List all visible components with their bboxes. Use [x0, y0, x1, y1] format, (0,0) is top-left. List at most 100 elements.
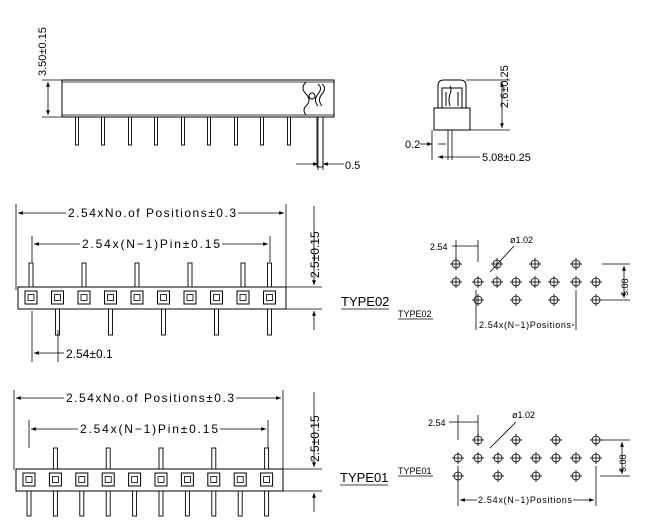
side-pin [101, 116, 105, 146]
cell-inner [25, 476, 33, 483]
cell-inner [263, 476, 271, 483]
type02-pitch-dim: 2.54±0.1 [66, 347, 113, 361]
cell-inner [236, 476, 244, 483]
cell-inner [266, 294, 273, 301]
type02-hole-pitch: 2.54 [430, 242, 448, 252]
end-view: 2.6±0.25 0.2 5.08±0.25 [405, 65, 531, 164]
cell [101, 472, 115, 487]
type01-hole-dia: ø1.02 [512, 410, 535, 420]
side-pin [75, 116, 79, 146]
cell [157, 290, 170, 305]
cell-inner [213, 294, 220, 301]
pin-up [240, 262, 246, 288]
type01-height-dim: 2.5±0.15 [308, 415, 322, 462]
side-thickness-dim: 0.5 [345, 160, 360, 172]
type01-hole-len-dim: 2.54x(N−1)Positions [478, 495, 573, 505]
type01-pin-dim: 2.54x(N−1)Pin±0.15 [80, 422, 218, 436]
cell [104, 290, 117, 305]
pin-up [134, 262, 140, 288]
end-height-dim: 2.6±0.25 [499, 65, 511, 108]
type02-pin-dim: 2.54x(N−1)Pin±0.15 [82, 237, 220, 251]
cell-inner [52, 476, 59, 483]
type01-cells [22, 472, 274, 487]
type02-holes [450, 258, 602, 306]
end-width-dim: 5.08±0.25 [482, 152, 531, 164]
type01-label-large: TYPE01 [340, 470, 388, 485]
pin-up [105, 447, 111, 470]
cell-inner [107, 294, 114, 301]
side-pin [260, 116, 264, 146]
pin-up [158, 447, 164, 470]
pin-down [132, 490, 138, 517]
cell [210, 290, 223, 305]
side-pin [207, 116, 211, 146]
pin-down [52, 490, 58, 517]
cell-inner [183, 476, 191, 483]
cell [207, 472, 221, 487]
type02-hole-dia: ø1.02 [510, 235, 533, 245]
cell [48, 472, 62, 487]
cell [236, 290, 250, 305]
cell [22, 472, 36, 487]
pin-down [26, 490, 32, 517]
type02-body [17, 286, 287, 310]
type02-front-view: 2.54xNo.of Positions±0.3 2.54x(N−1)Pin±0… [15, 204, 389, 362]
cell-inner [104, 476, 112, 483]
pin-down [161, 308, 166, 336]
cell-inner [239, 294, 247, 301]
type02-hole-len-dim: 2.54x(N−1)Positions [479, 320, 572, 330]
side-pin [181, 116, 185, 146]
pin-down [211, 490, 217, 517]
type01-pins [26, 447, 270, 517]
cell-inner [160, 294, 167, 301]
cell-inner [27, 294, 35, 301]
pin-down [237, 490, 243, 517]
pin-up [52, 447, 58, 470]
type02-hole-row-dim: 5.08 [620, 278, 630, 296]
cell [180, 472, 194, 487]
side-pin [234, 116, 238, 146]
type01-hole-row-dim: 5.08 [618, 454, 628, 472]
side-pins [75, 116, 324, 168]
pin-up [81, 262, 87, 288]
type01-length-dim: 2.54xNo.of Positions±0.3 [66, 391, 234, 405]
pin-down [184, 490, 190, 517]
type02-label-small: TYPE02 [398, 309, 432, 319]
type01-body [15, 468, 284, 492]
pin-down [158, 490, 164, 517]
type01-label-small: TYPE01 [398, 466, 432, 476]
pin-down [267, 308, 272, 336]
pin-down [214, 308, 219, 336]
type02-cells [24, 290, 276, 305]
cell [260, 472, 274, 487]
pin-down [264, 490, 270, 517]
pin-down [108, 308, 113, 336]
cell [24, 290, 38, 305]
side-view: 3.50±0.15 0.5 [37, 27, 360, 172]
pin-down [105, 490, 111, 517]
side-contact-detail [302, 81, 325, 116]
pin-up [211, 447, 217, 470]
side-pin [154, 116, 158, 146]
pin-up [267, 262, 272, 288]
cell [128, 472, 142, 487]
cell-inner [131, 476, 139, 483]
cell-inner [133, 294, 141, 301]
type02-pins [28, 262, 272, 336]
side-body [61, 79, 335, 118]
cell-inner [210, 476, 218, 483]
side-pin [287, 116, 291, 146]
cell [263, 290, 276, 305]
pin-down [55, 308, 60, 336]
type02-height-dim: 2.5±0.15 [308, 231, 322, 278]
type02-label-large: TYPE02 [341, 294, 389, 309]
type01-hole-pitch: 2.54 [428, 418, 446, 428]
type01-hole-pattern: TYPE01 2.54 ø1.02 5.08 2.54x(N−1)Positio… [398, 410, 630, 506]
type02-length-dim: 2.54xNo.of Positions±0.3 [68, 206, 236, 220]
side-pin [128, 116, 132, 146]
cell [130, 290, 144, 305]
cell [154, 472, 168, 487]
cell [51, 290, 64, 305]
cell [183, 290, 197, 305]
